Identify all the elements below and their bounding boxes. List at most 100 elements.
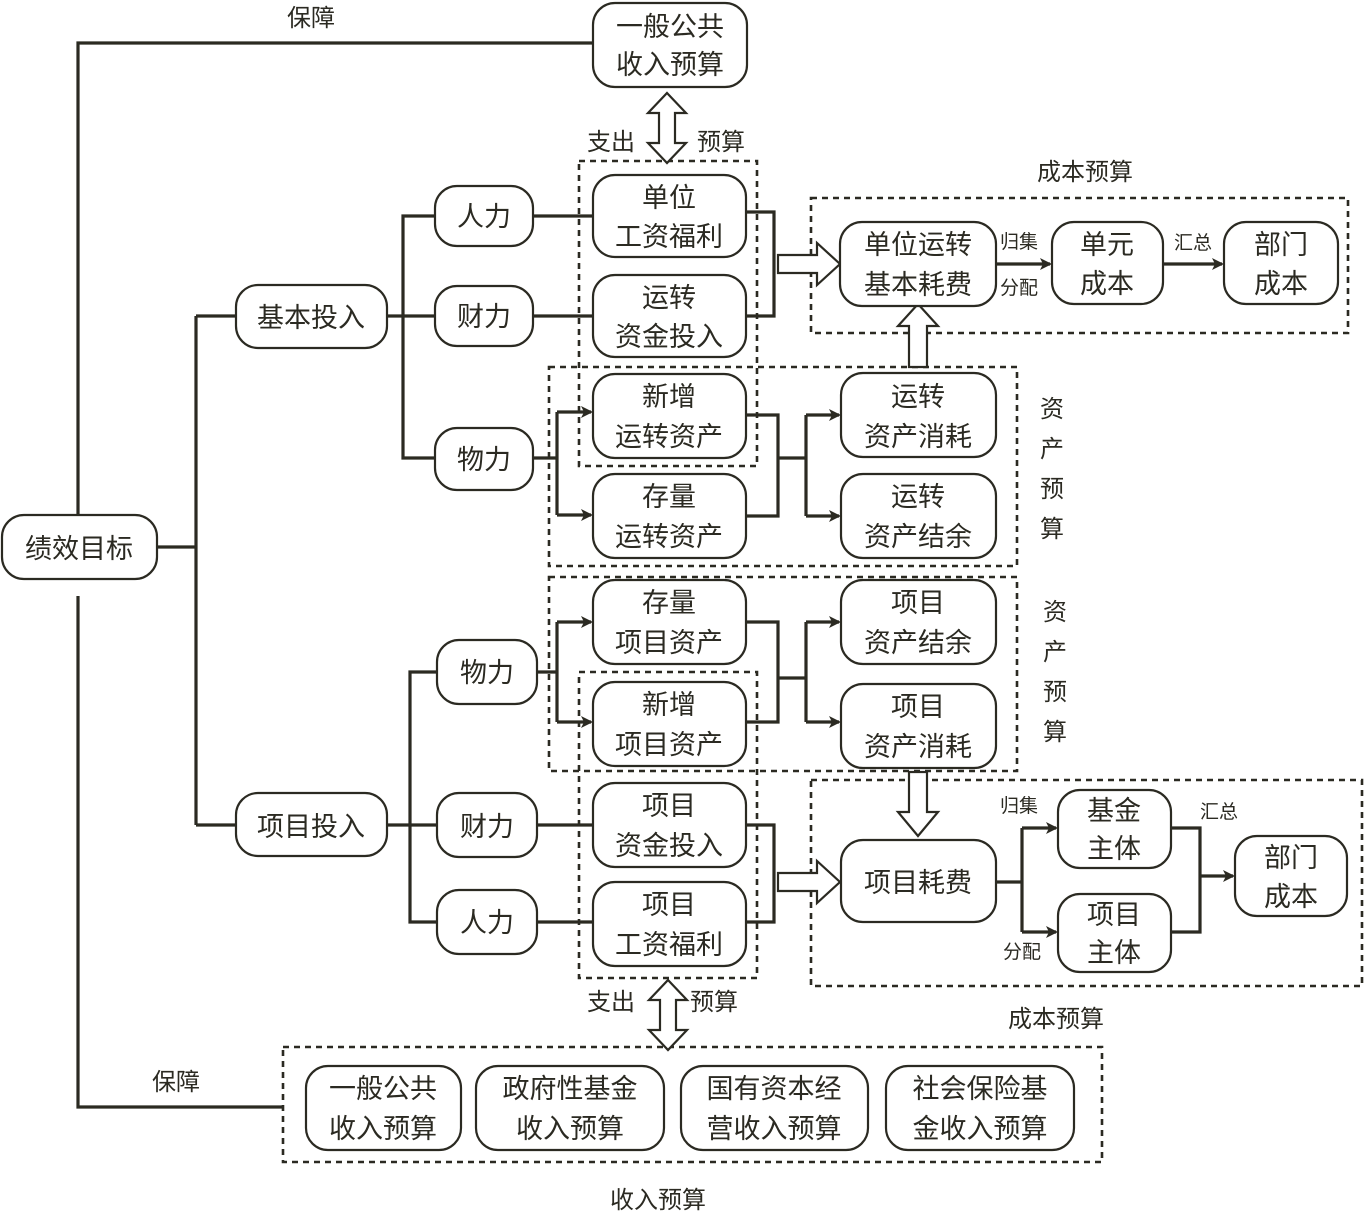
stock-op-asset-node: 存量 运转资产 — [591, 472, 748, 560]
stock-op-asset-line1: 存量 — [642, 482, 696, 513]
fund-entity-line1: 基金 — [1087, 796, 1141, 827]
unit-op-cost-node: 单位运转 基本耗费 — [838, 220, 998, 308]
rev-general-line2: 收入预算 — [329, 1114, 437, 1145]
unit-cost-line2: 成本 — [1080, 269, 1134, 300]
basic-manpower-node: 人力 — [433, 184, 535, 248]
rev-gov-fund-line1: 政府性基金 — [503, 1074, 638, 1105]
new-op-asset-line2: 运转资产 — [615, 422, 723, 453]
consume-to-cost-arrow-down — [895, 770, 941, 838]
dept-cost-bottom-node: 部门 成本 — [1233, 834, 1349, 918]
unit-salary-line1: 单位 — [642, 183, 696, 214]
proj-cost-node: 项目耗费 — [839, 838, 998, 924]
proj-entity-node: 项目 主体 — [1056, 892, 1173, 974]
basic-finance-label: 财力 — [457, 302, 511, 333]
op-asset-consume-node: 运转 资产消耗 — [839, 371, 998, 459]
new-proj-asset-node: 新增 项目资产 — [591, 680, 748, 768]
asset-budget-group-bottom — [547, 575, 1019, 773]
rev-social-ins-node: 社会保险基 金收入预算 — [884, 1064, 1076, 1152]
guarantee-label-top: 保障 — [287, 4, 335, 32]
root-node: 绩效目标 — [0, 513, 159, 581]
root-label: 绩效目标 — [25, 534, 133, 565]
asset-budget-label-top: 资 产 预 算 — [1040, 395, 1064, 543]
rev-state-capital-node: 国有资本经 营收入预算 — [679, 1064, 870, 1152]
proj-asset-balance-node: 项目 资产结余 — [839, 578, 998, 666]
rev-general-node: 一般公共 收入预算 — [304, 1064, 463, 1152]
project-input-label: 项目投入 — [257, 812, 365, 843]
op-asset-consume-line1: 运转 — [891, 382, 945, 413]
rev-general-line1: 一般公共 — [329, 1074, 437, 1105]
op-fund-line2: 资金投入 — [615, 322, 723, 353]
collect-label-bottom: 归集 — [1000, 795, 1038, 817]
asset-budget-label-bottom: 资 产 预 算 — [1043, 598, 1067, 746]
allocate-label-top: 分配 — [1000, 277, 1038, 299]
asset-budget-bottom-char-1: 资 — [1043, 598, 1067, 626]
proj-asset-consume-line2: 资产消耗 — [864, 732, 972, 763]
asset-budget-top-char-3: 预 — [1040, 475, 1064, 503]
revenue-budget-label: 收入预算 — [610, 1186, 706, 1213]
top-general-revenue-node: 一般公共 收入预算 — [591, 1, 749, 89]
proj-salary-line2: 工资福利 — [615, 930, 723, 961]
salary-fund-to-cost-arrow-top — [776, 240, 842, 288]
new-proj-asset-line1: 新增 — [642, 690, 696, 721]
unit-op-cost-line2: 基本耗费 — [864, 270, 972, 301]
dept-cost-bottom-line2: 成本 — [1264, 882, 1318, 913]
project-finance-node: 财力 — [435, 791, 539, 859]
basic-finance-node: 财力 — [433, 284, 535, 348]
cost-budget-label-bottom: 成本预算 — [1008, 1005, 1104, 1033]
proj-fund-line2: 资金投入 — [615, 831, 723, 862]
expense-label-bottom: 支出 — [587, 988, 635, 1016]
revenue-budget-group — [281, 1045, 1104, 1164]
dept-cost-bottom-line1: 部门 — [1264, 843, 1318, 874]
allocate-label-bottom: 分配 — [1003, 941, 1041, 963]
collect-label-top: 归集 — [1000, 231, 1038, 253]
proj-salary-node: 项目 工资福利 — [591, 880, 748, 968]
proj-cost-label: 项目耗费 — [864, 868, 972, 899]
stock-op-asset-line2: 运转资产 — [615, 522, 723, 553]
expense-revenue-arrow-bottom — [646, 978, 690, 1052]
rev-social-ins-line2: 金收入预算 — [913, 1114, 1048, 1145]
rev-gov-fund-node: 政府性基金 收入预算 — [474, 1064, 666, 1152]
cost-budget-label-top: 成本预算 — [1037, 158, 1133, 186]
expense-revenue-arrow-top — [645, 91, 689, 165]
proj-salary-line1: 项目 — [642, 890, 696, 921]
asset-budget-bottom-char-3: 预 — [1043, 678, 1067, 706]
op-fund-line1: 运转 — [642, 283, 696, 314]
project-input-node: 项目投入 — [234, 791, 389, 858]
budget-label-bottom: 预算 — [690, 988, 738, 1016]
asset-budget-top-char-1: 资 — [1040, 395, 1064, 423]
guarantee-label-bottom: 保障 — [152, 1068, 200, 1096]
budget-label-top: 预算 — [697, 128, 745, 156]
proj-asset-consume-line1: 项目 — [891, 692, 945, 723]
project-manpower-label: 人力 — [460, 908, 514, 939]
project-material-node: 物力 — [435, 638, 539, 706]
fund-entity-line2: 主体 — [1087, 834, 1141, 865]
unit-salary-line2: 工资福利 — [615, 222, 723, 253]
summarize-label-bottom: 汇总 — [1200, 801, 1238, 823]
project-material-label: 物力 — [460, 658, 514, 689]
rev-gov-fund-line2: 收入预算 — [516, 1114, 624, 1145]
asset-budget-group-top — [547, 365, 1019, 568]
asset-budget-top-char-4: 算 — [1040, 515, 1064, 543]
proj-asset-balance-line2: 资产结余 — [864, 628, 972, 659]
dept-cost-top-node: 部门 成本 — [1222, 220, 1340, 306]
unit-cost-line1: 单元 — [1080, 230, 1134, 261]
op-asset-balance-node: 运转 资产结余 — [839, 472, 998, 560]
new-op-asset-line1: 新增 — [642, 382, 696, 413]
proj-asset-consume-node: 项目 资产消耗 — [839, 682, 998, 770]
new-proj-asset-line2: 项目资产 — [615, 730, 723, 761]
connectors — [76, 41, 1235, 1109]
basic-material-node: 物力 — [433, 426, 535, 492]
rev-social-ins-line1: 社会保险基 — [913, 1074, 1048, 1105]
unit-salary-node: 单位 工资福利 — [591, 173, 748, 259]
fund-entity-node: 基金 主体 — [1056, 788, 1173, 870]
rev-state-capital-line2: 营收入预算 — [707, 1114, 842, 1145]
unit-op-cost-line1: 单位运转 — [864, 230, 972, 261]
basic-input-node: 基本投入 — [234, 283, 389, 350]
op-asset-balance-line1: 运转 — [891, 482, 945, 513]
proj-entity-line2: 主体 — [1087, 938, 1141, 969]
consume-to-cost-arrow-up — [895, 302, 941, 369]
top-general-revenue-line2: 收入预算 — [616, 50, 724, 81]
asset-budget-bottom-char-4: 算 — [1043, 718, 1067, 746]
proj-fund-node: 项目 资金投入 — [591, 781, 748, 869]
stock-proj-asset-node: 存量 项目资产 — [591, 578, 748, 666]
